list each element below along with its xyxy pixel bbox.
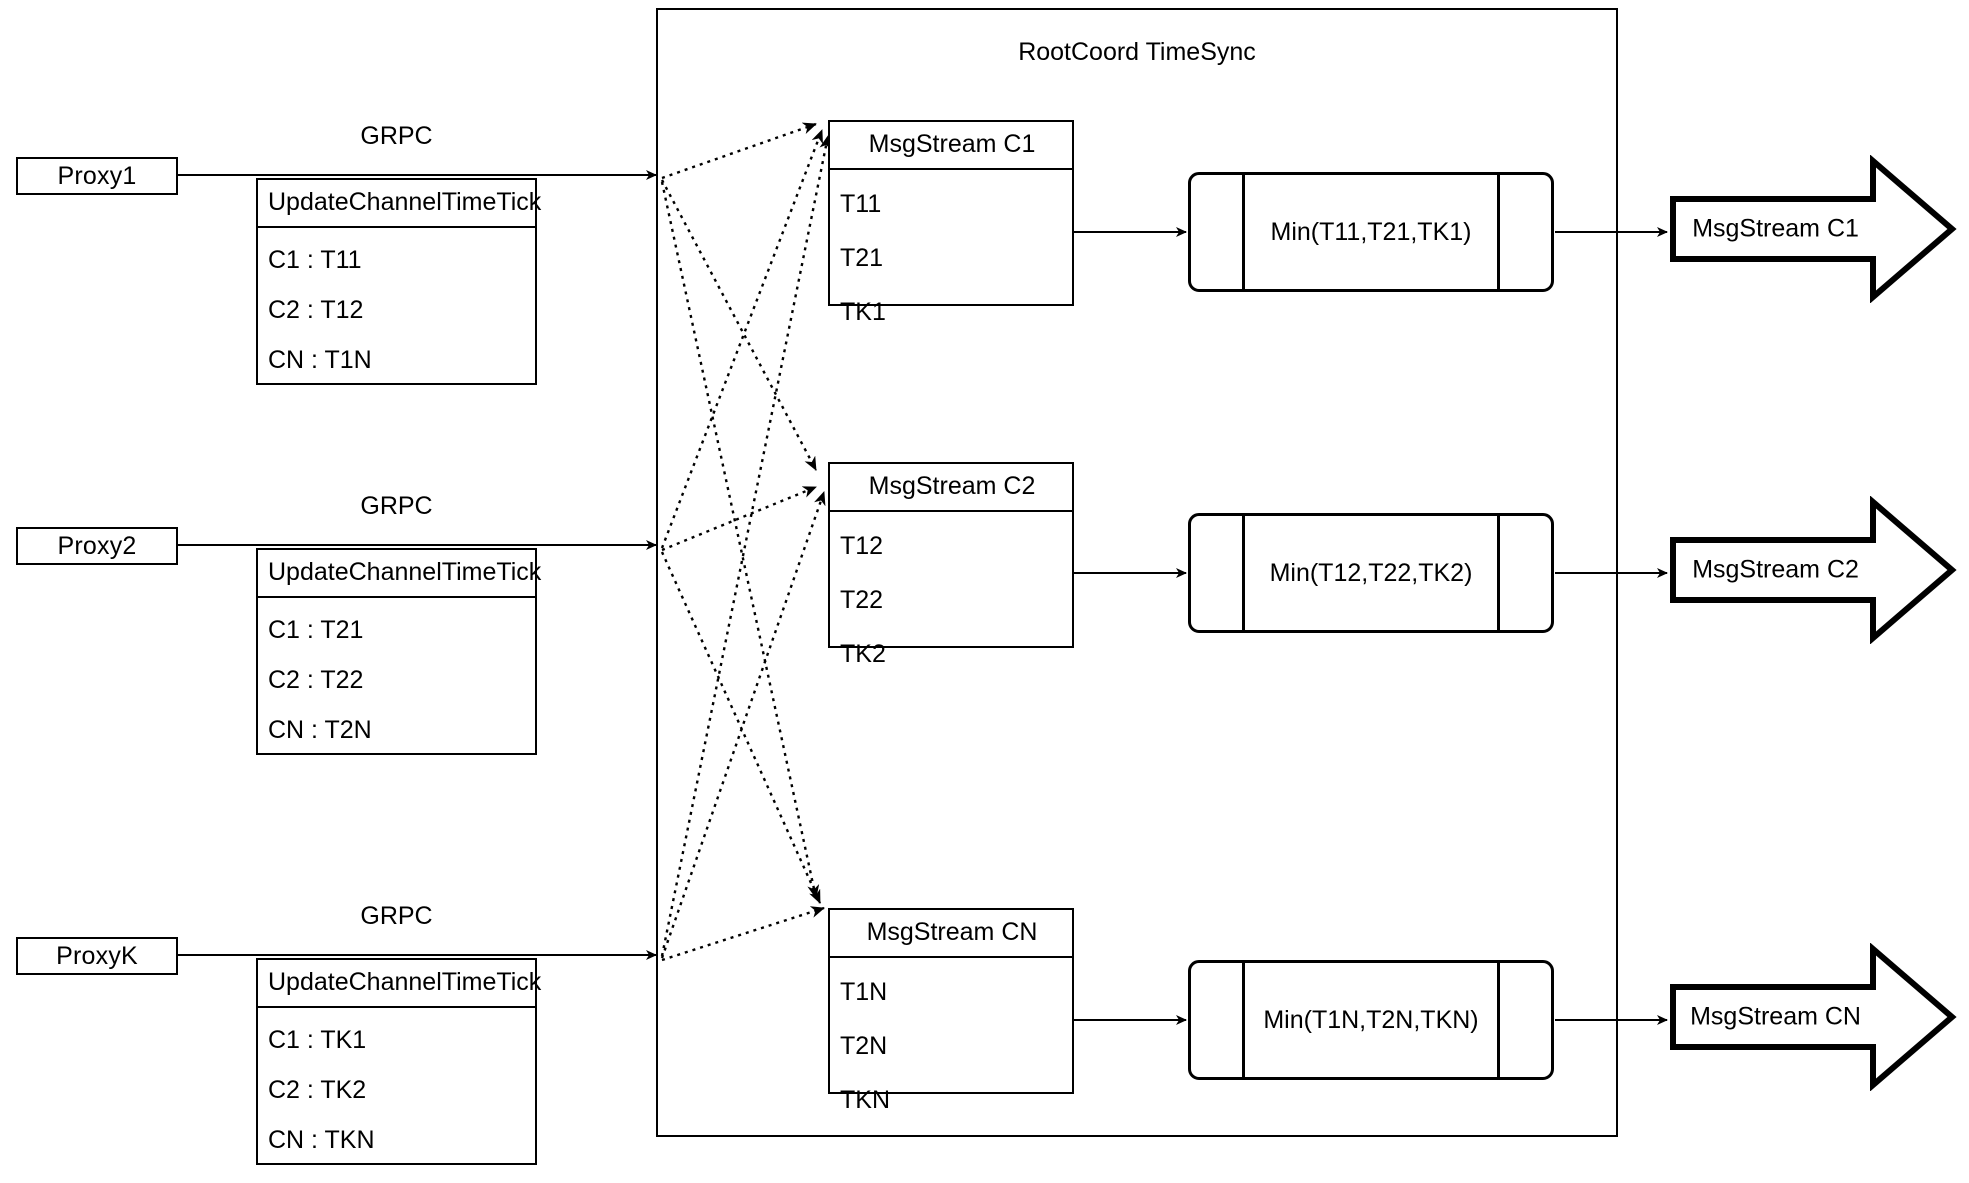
table-header: MsgStream CN [830,910,1072,958]
table-row: CN : TKN [268,1126,375,1154]
min-box-divider-left [1242,516,1245,630]
table-row: T12 [840,532,884,560]
table-row: C1 : T21 [268,616,364,644]
table-header: MsgStream C2 [830,464,1072,512]
table-row: C2 : T22 [268,666,364,694]
proxy-label: Proxy2 [57,531,137,560]
output-arrow-label: MsgStream C1 [1692,214,1859,243]
table-row: C2 : T12 [268,296,364,324]
table-body: C1 : T11 C2 : T12 CN : T1N [258,228,535,390]
table-row: T2N [840,1032,888,1060]
min-box-1: Min(T11,T21,TK1) [1188,172,1554,292]
min-box-3: Min(T1N,T2N,TKN) [1188,960,1554,1080]
grpc-label-2: GRPC [360,492,433,520]
table-row: C1 : TK1 [268,1026,367,1054]
output-arrow-label: MsgStream CN [1690,1002,1861,1031]
table-row: TKN [840,1086,890,1114]
output-block-arrow-3: MsgStream CN [1669,942,1957,1092]
min-box-label: Min(T12,T22,TK2) [1269,558,1473,587]
table-header: UpdateChannelTimeTick [258,180,541,228]
update-channel-timetick-table-3: UpdateChannelTimeTick C1 : TK1 C2 : TK2 … [256,958,541,1165]
min-box-label: Min(T11,T21,TK1) [1270,217,1472,246]
proxy-box-3[interactable]: ProxyK [16,937,178,975]
grpc-label-1: GRPC [360,122,433,150]
min-box-divider-right [1497,963,1500,1077]
container-title: RootCoord TimeSync [1018,38,1256,66]
rootcoord-timesync-container: RootCoord TimeSync [656,8,1618,1137]
table-row: CN : T1N [268,346,372,374]
table-header: UpdateChannelTimeTick [258,960,541,1008]
table-body: C1 : T21 C2 : T22 CN : T2N [258,598,535,760]
output-arrow-label: MsgStream C2 [1692,555,1859,584]
update-channel-timetick-table-1: UpdateChannelTimeTick C1 : T11 C2 : T12 … [256,178,541,385]
table-row: T21 [840,244,884,272]
output-block-arrow-1: MsgStream C1 [1669,154,1957,304]
table-header: UpdateChannelTimeTick [258,550,541,598]
table-body: T12 T22 TK2 [830,512,1072,688]
grpc-label-3: GRPC [360,902,433,930]
table-row: TK2 [840,640,886,668]
min-box-2: Min(T12,T22,TK2) [1188,513,1554,633]
table-row: C2 : TK2 [268,1076,367,1104]
table-body: T1N T2N TKN [830,958,1072,1134]
table-row: CN : T2N [268,716,372,744]
min-box-divider-right [1497,516,1500,630]
table-row: T22 [840,586,884,614]
table-row: TK1 [840,298,886,326]
min-box-label: Min(T1N,T2N,TKN) [1263,1005,1479,1034]
msgstream-table-1: MsgStream C1 T11 T21 TK1 [828,120,1074,326]
min-box-divider-left [1242,175,1245,289]
proxy-box-2[interactable]: Proxy2 [16,527,178,565]
proxy-box-1[interactable]: Proxy1 [16,157,178,195]
proxy-label: Proxy1 [57,161,137,190]
msgstream-table-2: MsgStream C2 T12 T22 TK2 [828,462,1074,668]
table-row: T1N [840,978,888,1006]
min-box-divider-right [1497,175,1500,289]
table-row: T11 [840,190,882,218]
table-body: C1 : TK1 C2 : TK2 CN : TKN [258,1008,535,1170]
table-header: MsgStream C1 [830,122,1072,170]
table-row: C1 : T11 [268,246,362,274]
min-box-divider-left [1242,963,1245,1077]
msgstream-table-3: MsgStream CN T1N T2N TKN [828,908,1074,1114]
output-block-arrow-2: MsgStream C2 [1669,495,1957,645]
update-channel-timetick-table-2: UpdateChannelTimeTick C1 : T21 C2 : T22 … [256,548,541,755]
proxy-label: ProxyK [56,941,138,970]
table-body: T11 T21 TK1 [830,170,1072,346]
